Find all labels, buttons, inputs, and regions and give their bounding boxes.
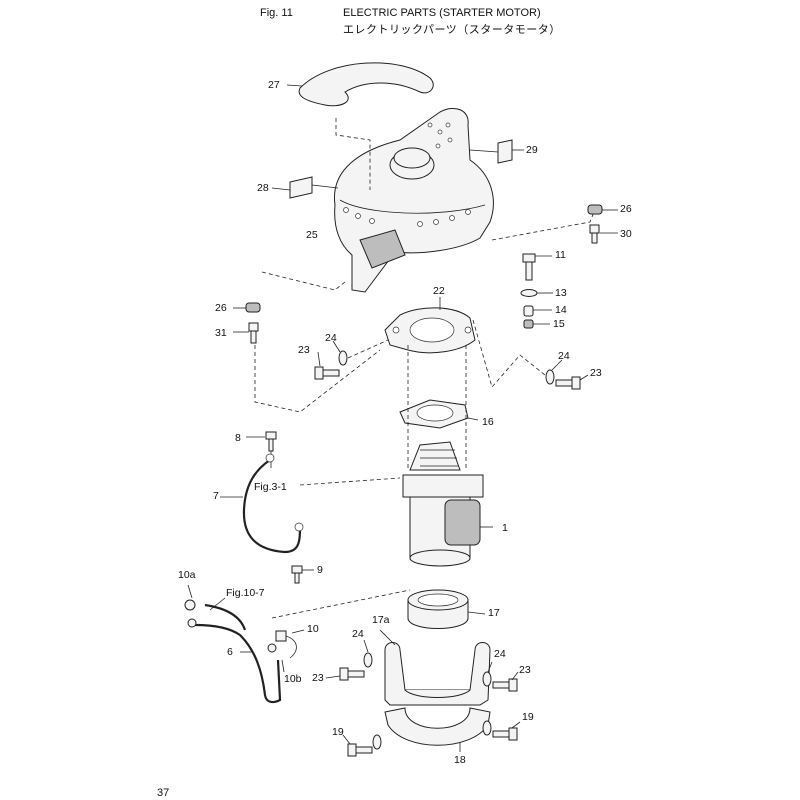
callout-22: 22 (433, 285, 445, 297)
part-19-bolt-right (482, 720, 518, 741)
callout-10: 10 (307, 623, 319, 635)
callout-29: 29 (526, 144, 538, 156)
callout-17a: 17a (372, 614, 390, 626)
figure-subtitle: エレクトリックパーツ（スタータモータ） (343, 24, 561, 36)
part-6-battery-cable (194, 623, 282, 704)
callout-27: 27 (268, 79, 280, 91)
part-17a-clamp (384, 642, 491, 706)
callout-24-c: 24 (352, 628, 364, 640)
callout-6: 6 (227, 646, 233, 658)
part-17-rubber-mount (407, 589, 469, 629)
part-23-bolt-c (339, 667, 365, 681)
part-23-bolt-a (314, 366, 340, 380)
part-29-decal (497, 139, 513, 164)
part-31-stud (248, 322, 259, 344)
callout-13: 13 (555, 287, 567, 299)
part-23-bolt-b (555, 376, 581, 390)
part-24-washer-b (545, 369, 555, 385)
callout-24-d: 24 (494, 648, 506, 660)
part-11-bolt (522, 253, 536, 281)
part-24-washer-d (482, 671, 492, 687)
part-28-decal (289, 176, 313, 199)
callout-8: 8 (235, 432, 241, 444)
callout-10b: 10b (284, 673, 302, 685)
callout-23-d: 23 (519, 664, 531, 676)
part-7-ground-cable (242, 459, 302, 554)
callout-23-c: 23 (312, 672, 324, 684)
callout-31: 31 (215, 327, 227, 339)
callout-9: 9 (317, 564, 323, 576)
callout-28: 28 (257, 182, 269, 194)
callout-10a: 10a (178, 569, 196, 581)
part-10a-terminal (184, 599, 196, 611)
callout-fig-3-1: Fig.3-1 (254, 481, 287, 493)
callout-19-left: 19 (332, 726, 344, 738)
callout-fig-10-7: Fig.10-7 (226, 587, 265, 599)
part-24-washer-c (363, 652, 373, 668)
callout-11: 11 (555, 249, 566, 261)
callout-24-a: 24 (325, 332, 337, 344)
figure-number: Fig. 11 (260, 7, 293, 19)
part-26-grommet-left (245, 302, 261, 313)
callout-1: 1 (502, 522, 508, 534)
callout-17: 17 (488, 607, 500, 619)
callout-14: 14 (555, 304, 567, 316)
part-19-bolt-left (347, 734, 382, 757)
part-10-relay-terminal (267, 630, 297, 659)
part-27-gasket (298, 62, 434, 107)
part-13-washer (520, 289, 538, 297)
part-18-lower-clamp (384, 707, 491, 746)
part-30-stud (589, 224, 600, 244)
part-9-bolt (291, 565, 303, 584)
callout-15: 15 (553, 318, 565, 330)
page-number: 37 (157, 787, 170, 799)
callout-23-a: 23 (298, 344, 310, 356)
part-25-top-cover (333, 108, 494, 293)
callout-26-right: 26 (620, 203, 632, 215)
callout-7: 7 (213, 490, 219, 502)
part-8-bolt (265, 431, 277, 452)
callout-30: 30 (620, 228, 632, 240)
callout-23-b: 23 (590, 367, 602, 379)
callout-25: 25 (306, 229, 318, 241)
part-1-starter-motor (402, 441, 484, 567)
callout-24-b: 24 (558, 350, 570, 362)
callout-19-right: 19 (522, 711, 534, 723)
part-26-grommet-right (587, 204, 603, 215)
part-24-washer-a (338, 350, 348, 366)
callout-16: 16 (482, 416, 494, 428)
part-22-bracket (384, 307, 476, 354)
figure-title: ELECTRIC PARTS (STARTER MOTOR) (343, 7, 541, 19)
part-15-grommet (523, 319, 534, 329)
part-14-collar (523, 305, 534, 317)
callout-18: 18 (454, 754, 466, 766)
part-16-gasket (399, 399, 469, 429)
part-23-bolt-d (492, 678, 518, 692)
callout-26-left: 26 (215, 302, 227, 314)
